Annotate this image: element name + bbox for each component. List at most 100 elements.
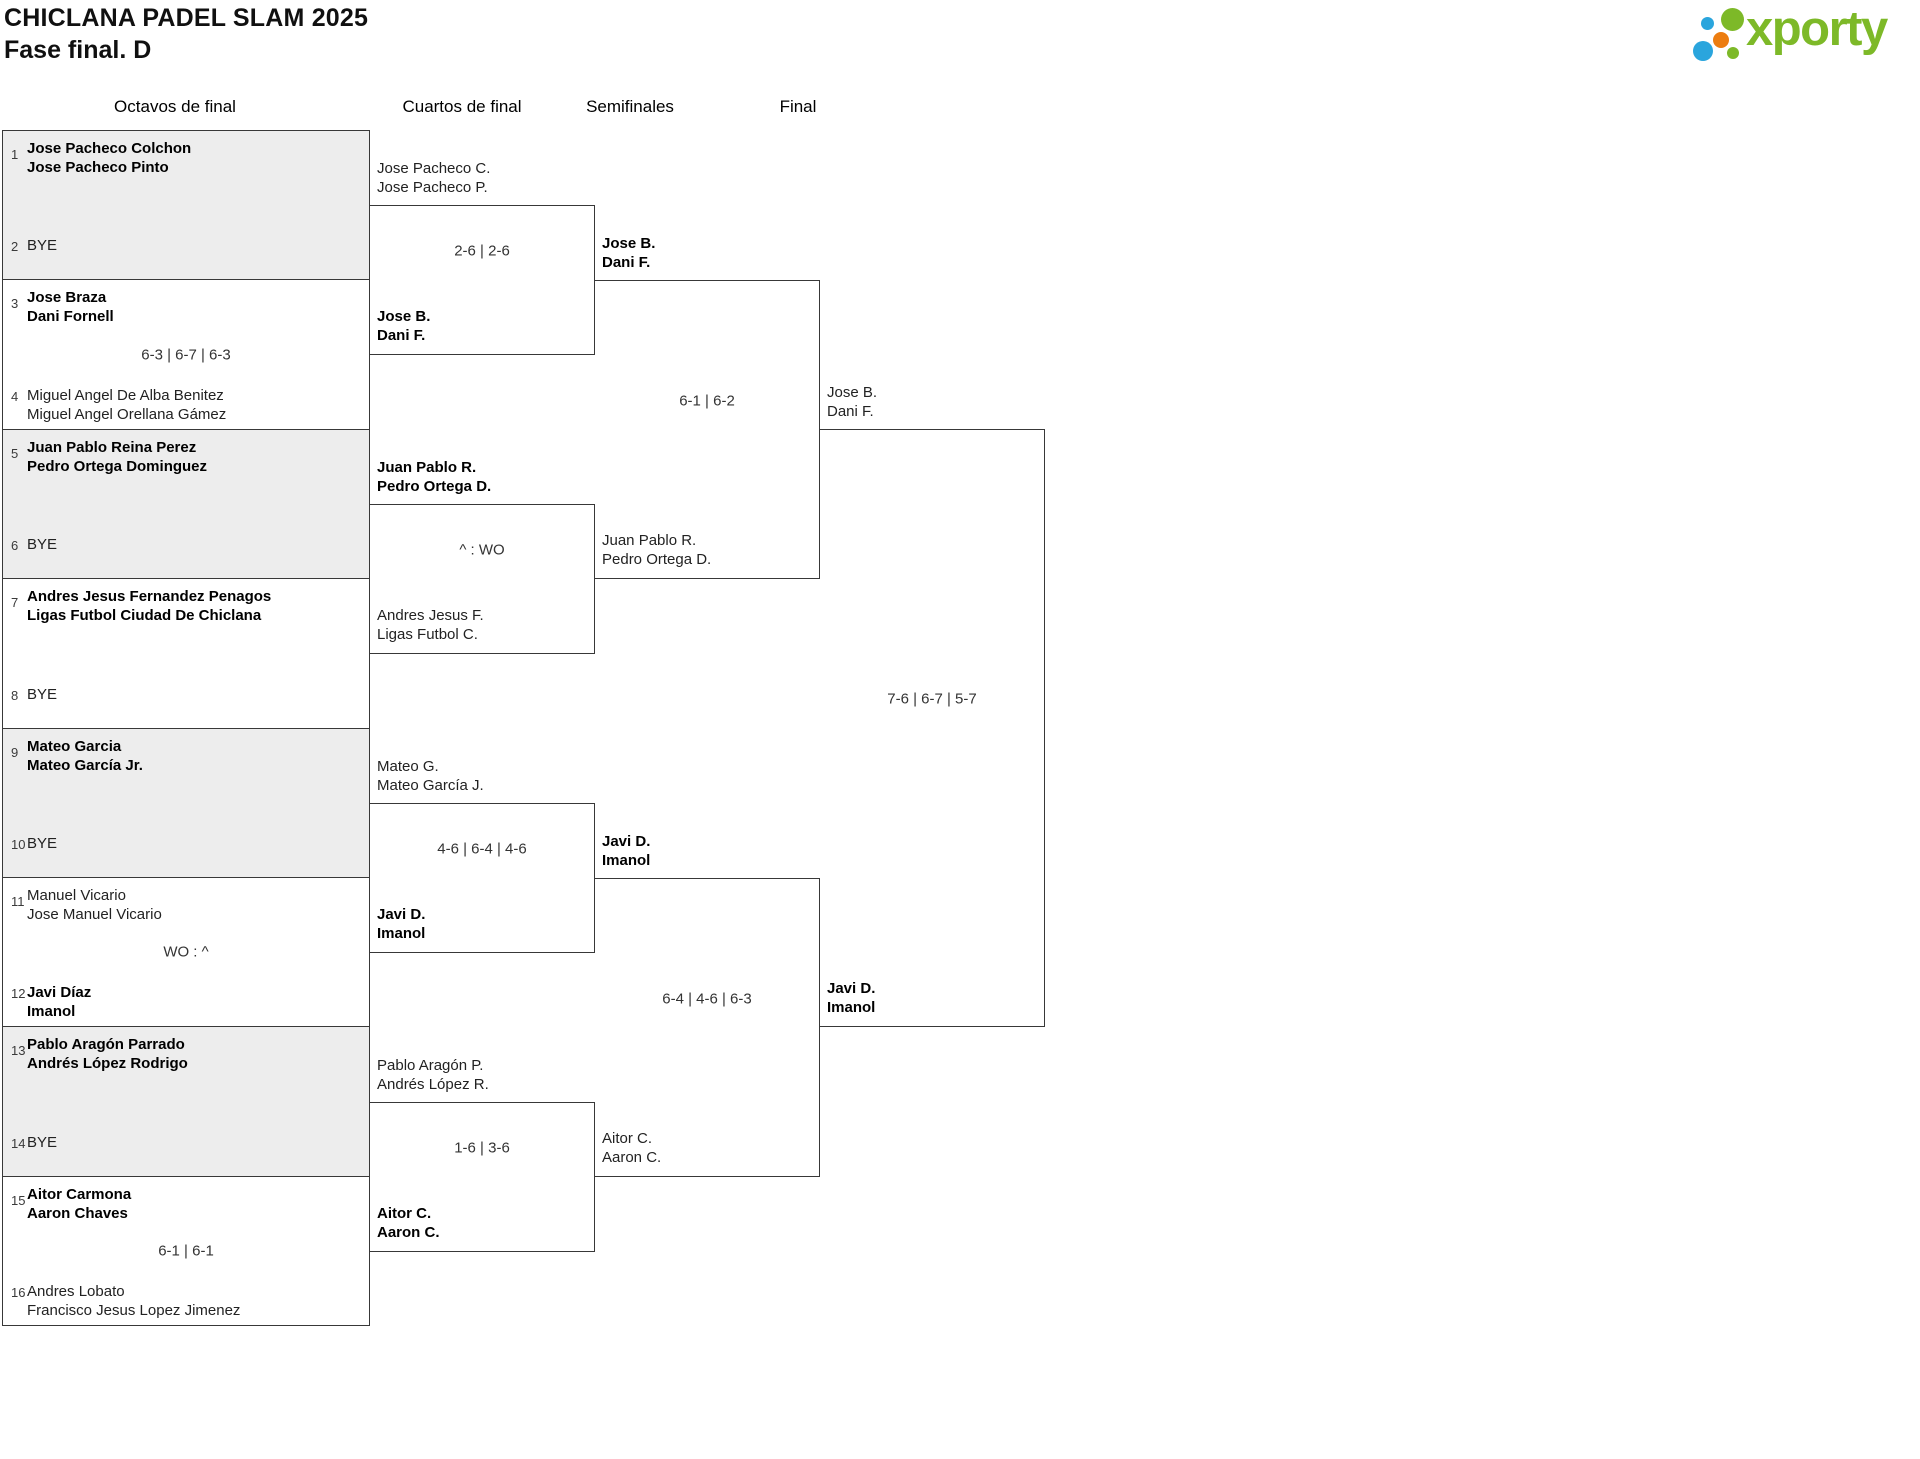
player-name: Dani Fornell — [27, 308, 114, 326]
player-name: Pablo Aragón P. — [377, 1057, 484, 1074]
player-name: Jose Manuel Vicario — [27, 905, 162, 923]
team-pair: Jose Pacheco C. Jose Pacheco P. — [377, 159, 490, 197]
team-pair: Aitor Carmona Aaron Chaves — [27, 1185, 131, 1223]
player-name: Andrés López R. — [377, 1076, 489, 1093]
xporty-logo[interactable]: xporty — [1690, 2, 1918, 72]
seed-number: 16 — [11, 1285, 26, 1300]
team-pair: BYE — [27, 535, 57, 573]
player-name: Dani F. — [377, 327, 426, 344]
player-name: Jose Pacheco P. — [377, 179, 488, 196]
team-pair: BYE — [27, 236, 57, 274]
team-pair: Aitor C. Aaron C. — [602, 1129, 661, 1167]
team-pair: BYE — [27, 685, 57, 723]
sf-match-1: Jose B. Dani F. 6-1 | 6-2 Juan Pablo R. … — [595, 235, 820, 579]
player-name: Manuel Vicario — [27, 886, 126, 904]
match-score: ^ : WO — [459, 541, 505, 559]
player-name: BYE — [27, 536, 58, 554]
team-pair: Jose B. Dani F. — [377, 307, 430, 345]
round-header-final: Final — [779, 97, 817, 116]
player-name: Aitor Carmona — [27, 1185, 132, 1203]
player-name: Miguel Angel De Alba Benitez — [27, 386, 224, 404]
seed-number: 13 — [11, 1043, 26, 1059]
round-header-semifinales: Semifinales — [586, 97, 674, 116]
player-name: Aitor C. — [377, 1205, 432, 1222]
team-pair: Andres Jesus Fernandez Penagos Ligas Fut… — [27, 587, 271, 625]
team-pair: Andres Jesus F. Ligas Futbol C. — [377, 606, 484, 644]
player-name: Javi D. — [377, 906, 426, 923]
r16-match-1: 1 Jose Pacheco Colchon Jose Pacheco Pint… — [3, 131, 369, 281]
sf-match-2: Javi D. Imanol 6-4 | 4-6 | 6-3 Aitor C. … — [595, 833, 820, 1177]
round-header-cuartos: Cuartos de final — [402, 97, 522, 116]
page-title: CHICLANA PADEL SLAM 2025 — [4, 4, 369, 32]
r16-match-3: 5 Juan Pablo Reina Perez Pedro Ortega Do… — [3, 429, 369, 580]
r16-match-7: 13 Pablo Aragón Parrado Andrés López Rod… — [3, 1027, 369, 1177]
player-name: Mateo García Jr. — [27, 756, 143, 774]
team-pair: Pablo Aragón Parrado Andrés López Rodrig… — [27, 1035, 188, 1073]
r16-match-4: 7 Andres Jesus Fernandez Penagos Ligas F… — [3, 579, 369, 729]
match-score: 2-6 | 2-6 — [454, 242, 510, 260]
seed-number: 3 — [11, 296, 19, 312]
match-score: 6-3 | 6-7 | 6-3 — [141, 346, 231, 364]
seed-number: 4 — [11, 388, 19, 404]
team-pair: Jose Pacheco Colchon Jose Pacheco Pinto — [27, 139, 191, 177]
team-pair: Miguel Angel De Alba Benitez Miguel Ange… — [27, 386, 226, 424]
team-pair: Juan Pablo R. Pedro Ortega D. — [602, 531, 711, 569]
qf-match-2: Juan Pablo R. Pedro Ortega D. ^ : WO And… — [370, 459, 595, 654]
seed-number: 12 — [11, 986, 26, 1002]
team-pair: Manuel Vicario Jose Manuel Vicario — [27, 886, 162, 924]
seed-number: 14 — [11, 1135, 26, 1151]
player-name: BYE — [27, 237, 58, 255]
qf-match-3: Mateo G. Mateo García J. 4-6 | 6-4 | 4-6… — [370, 758, 595, 953]
player-name: Andrés López Rodrigo — [27, 1055, 188, 1073]
logo-dot-green-large-icon — [1721, 8, 1744, 31]
seed-number: 11 — [11, 893, 25, 909]
qf-match-4: Pablo Aragón P. Andrés López R. 1-6 | 3-… — [370, 1057, 595, 1252]
logo-dot-orange-icon — [1713, 32, 1729, 48]
player-name: Pedro Ortega D. — [602, 551, 712, 568]
seed-number: 15 — [11, 1192, 26, 1208]
match-score: 6-1 | 6-1 — [158, 1242, 214, 1260]
match-score: 4-6 | 6-4 | 4-6 — [437, 840, 527, 858]
player-name: Dani F. — [827, 403, 874, 420]
player-name: Imanol — [602, 852, 651, 869]
page-subtitle: Fase final. D — [4, 36, 152, 64]
player-name: BYE — [27, 834, 58, 852]
r16-match-8: 15 Aitor Carmona Aaron Chaves 6-1 | 6-1 … — [3, 1177, 369, 1325]
team-pair: Aitor C. Aaron C. — [377, 1204, 440, 1242]
team-pair: Jose Braza Dani Fornell — [27, 288, 114, 326]
round-of-16-column: 1 Jose Pacheco Colchon Jose Pacheco Pint… — [2, 130, 370, 1326]
r16-match-6: 11 Manuel Vicario Jose Manuel Vicario WO… — [3, 878, 369, 1028]
r16-match-5: 9 Mateo Garcia Mateo García Jr. 10 BYE — [3, 728, 369, 878]
qf-match-1: Jose Pacheco C. Jose Pacheco P. 2-6 | 2-… — [370, 160, 595, 355]
team-pair: Mateo Garcia Mateo García Jr. — [27, 737, 143, 775]
player-name: Miguel Angel Orellana Gámez — [27, 405, 227, 423]
player-name: Aaron C. — [377, 1224, 440, 1241]
team-pair: BYE — [27, 834, 57, 872]
player-name: Andres Lobato — [27, 1283, 125, 1300]
player-name: Aitor C. — [602, 1130, 653, 1147]
seed-number: 8 — [11, 687, 19, 703]
player-name: Ligas Futbol C. — [377, 626, 478, 643]
match-score: 6-1 | 6-2 — [679, 392, 735, 409]
team-pair: Jose B. Dani F. — [827, 383, 877, 421]
match-score: WO : ^ — [163, 943, 209, 961]
team-pair: Jose B. Dani F. — [602, 234, 655, 272]
player-name: Mateo G. — [377, 758, 439, 775]
player-name: Ligas Futbol Ciudad De Chiclana — [27, 607, 262, 625]
player-name: Jose B. — [827, 384, 878, 401]
player-name: Dani F. — [602, 254, 651, 271]
logo-dot-blue-large-icon — [1693, 41, 1713, 61]
player-name: Andres Jesus F. — [377, 607, 484, 624]
player-name: Jose Pacheco C. — [377, 160, 491, 177]
player-name: Javi D. — [827, 980, 876, 997]
player-name: Juan Pablo R. — [377, 459, 477, 476]
player-name: Jose Braza — [27, 289, 107, 307]
player-name: Jose Pacheco Pinto — [27, 159, 169, 176]
player-name: BYE — [27, 685, 58, 703]
team-pair: Andres Lobato Francisco Jesus Lopez Jime… — [27, 1282, 240, 1320]
seed-number: 1 — [11, 147, 19, 162]
player-name: Aaron C. — [602, 1149, 662, 1166]
player-name: Imanol — [377, 925, 426, 942]
logo-dot-green-small-icon — [1727, 47, 1739, 59]
team-pair: Pablo Aragón P. Andrés López R. — [377, 1056, 489, 1094]
